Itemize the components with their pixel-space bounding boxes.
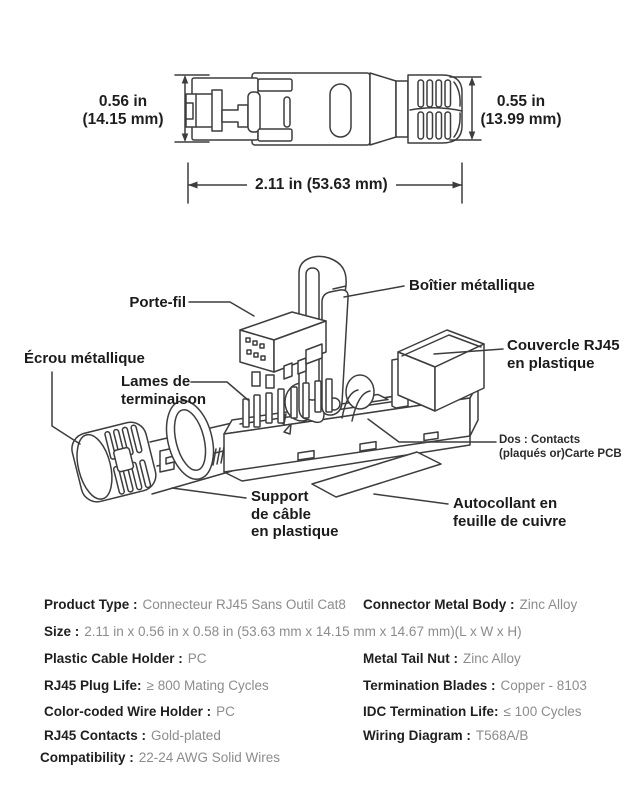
spec-connector-metal-body-value: Zinc Alloy <box>519 597 578 612</box>
spec-row-5: RJ45 Contacts : Gold-plated Wiring Diagra… <box>44 728 630 746</box>
spec-rj45-contacts-label: RJ45 Contacts : <box>44 728 147 743</box>
spec-row-2: Plastic Cable Holder : PC Metal Tail Nut … <box>44 651 630 669</box>
dimension-front-height-in: 0.56 in <box>98 93 148 110</box>
dimension-rear-height: 0.55 in (13.99 mm) <box>460 93 582 129</box>
tail-nut <box>71 421 157 503</box>
spec-wiring-diagram-value: T568A/B <box>475 728 529 743</box>
connector-side-view-drawing <box>174 72 482 204</box>
spec-connector-metal-body: Connector Metal Body : Zinc Alloy <box>363 597 577 612</box>
spec-idc-termination-life-value: ≤ 100 Cycles <box>503 704 582 719</box>
spec-row-1: Product Type : Connecteur RJ45 Sans Outil… <box>44 597 630 615</box>
spec-product-type: Product Type : Connecteur RJ45 Sans Outil… <box>44 597 346 612</box>
spec-plug-life: RJ45 Plug Life: ≥ 800 Mating Cycles <box>44 678 269 693</box>
spec-idc-termination-life: IDC Termination Life: ≤ 100 Cycles <box>363 704 581 719</box>
dimension-front-height: 0.56 in (14.15 mm) <box>63 93 183 129</box>
connector-outline <box>185 72 463 146</box>
spec-metal-tail-nut: Metal Tail Nut : Zinc Alloy <box>363 651 521 666</box>
spec-row-4: Color-coded Wire Holder : PC IDC Terminat… <box>44 704 630 722</box>
spec-row-size: Size : 2.11 in x 0.56 in x 0.58 in (53.63… <box>44 624 630 642</box>
label-support-cable: Support de câble en plastique <box>251 488 339 540</box>
metal-housing <box>298 255 349 424</box>
spec-size-value: 2.11 in x 0.56 in x 0.58 in (53.63 mm x … <box>84 624 522 639</box>
spec-row-6: Compatibility : 22-24 AWG Solid Wires <box>40 750 630 768</box>
spec-plastic-cable-holder: Plastic Cable Holder : PC <box>44 651 207 666</box>
spec-wire-holder: Color-coded Wire Holder : PC <box>44 704 235 719</box>
nut-ridges <box>409 79 463 140</box>
label-ecrou-metallique: Écrou métallique <box>24 350 145 367</box>
dimension-rear-height-in: 0.55 in <box>496 93 546 110</box>
spec-plastic-cable-holder-label: Plastic Cable Holder : <box>44 651 183 666</box>
spec-plug-life-label: RJ45 Plug Life: <box>44 678 142 693</box>
label-lames-terminaison: Lames de terminaison <box>121 373 207 408</box>
rj45-cover <box>397 329 485 412</box>
spec-plastic-cable-holder-value: PC <box>187 651 207 666</box>
cable-holder-ring <box>165 400 215 480</box>
label-couvercle-rj45: Couvercle RJ45 en plastique <box>507 337 620 372</box>
label-boitier-metallique: Boîtier métallique <box>409 277 535 294</box>
dimension-front-height-mm: (14.15 mm) <box>82 111 164 128</box>
spec-termination-blades-value: Copper - 8103 <box>500 678 587 693</box>
spec-compatibility-value: 22-24 AWG Solid Wires <box>138 750 281 765</box>
spec-metal-tail-nut-value: Zinc Alloy <box>463 651 521 666</box>
label-porte-fil: Porte-fil <box>129 294 186 311</box>
label-dos-contacts: Dos : Contacts (plaqués or)Carte PCB <box>499 434 622 460</box>
spec-rj45-contacts: RJ45 Contacts : Gold-plated <box>44 728 221 743</box>
spec-wiring-diagram-label: Wiring Diagram : <box>363 728 471 743</box>
dimension-rear-height-mm: (13.99 mm) <box>480 111 562 128</box>
dimension-length: 2.11 in (53.63 mm) <box>247 176 396 194</box>
spec-compatibility: Compatibility : 22-24 AWG Solid Wires <box>40 750 280 765</box>
leader-lines <box>51 285 504 505</box>
termination-blades <box>242 378 371 428</box>
spec-size-label: Size : <box>44 624 80 639</box>
spec-metal-tail-nut-label: Metal Tail Nut : <box>363 651 459 666</box>
spec-plug-life-value: ≥ 800 Mating Cycles <box>146 678 269 693</box>
spec-compatibility-label: Compatibility : <box>40 750 134 765</box>
spec-connector-metal-body-label: Connector Metal Body : <box>363 597 515 612</box>
spec-termination-blades: Termination Blades : Copper - 8103 <box>363 678 587 693</box>
spec-termination-blades-label: Termination Blades : <box>363 678 496 693</box>
spec-idc-termination-life-label: IDC Termination Life: <box>363 704 499 719</box>
spec-wiring-diagram: Wiring Diagram : T568A/B <box>363 728 528 743</box>
label-autocollant-cuivre: Autocollant en feuille de cuivre <box>453 495 567 530</box>
spec-row-3: RJ45 Plug Life: ≥ 800 Mating Cycles Termi… <box>44 678 630 696</box>
spec-wire-holder-value: PC <box>216 704 235 719</box>
wire-holder <box>239 311 327 389</box>
copper-foil-sticker <box>311 451 442 498</box>
spec-wire-holder-label: Color-coded Wire Holder : <box>44 704 212 719</box>
spec-product-type-value: Connecteur RJ45 Sans Outil Cat8 <box>142 597 346 612</box>
spec-size: Size : 2.11 in x 0.56 in x 0.58 in (53.63… <box>44 624 522 639</box>
spec-product-type-label: Product Type : <box>44 597 138 612</box>
spec-rj45-contacts-value: Gold-plated <box>151 728 221 743</box>
exploded-view-drawing <box>51 255 504 505</box>
